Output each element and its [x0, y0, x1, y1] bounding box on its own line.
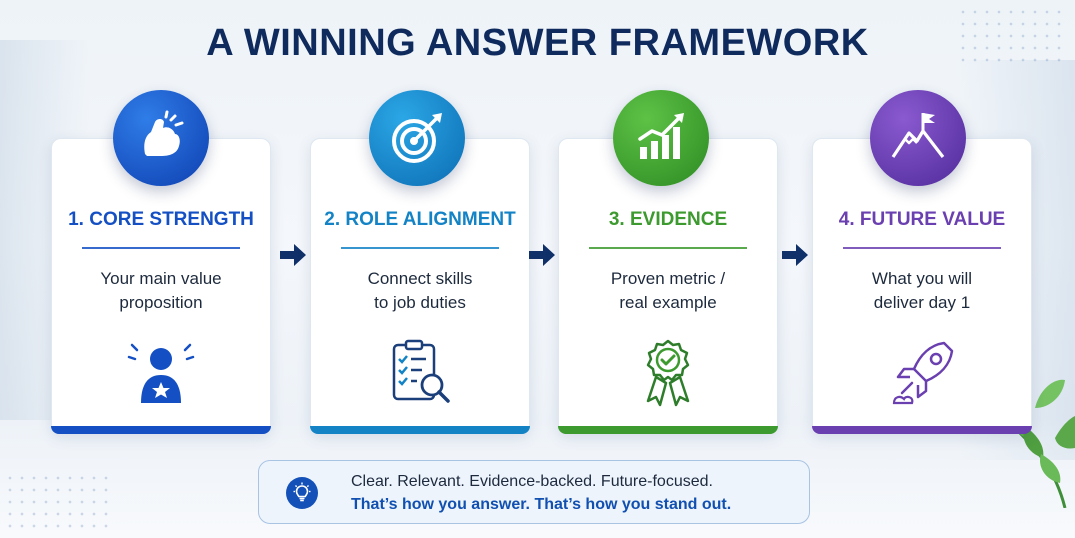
- step-divider: [82, 247, 240, 249]
- step-description: Proven metric / real example: [610, 269, 726, 312]
- arrow-right-icon: [280, 244, 306, 266]
- rocket-icon: [892, 341, 954, 405]
- summary-text: Clear. Relevant. Evidence-backed. Future…: [351, 473, 713, 490]
- summary-banner: Clear. Relevant. Evidence-backed. Future…: [258, 460, 810, 524]
- flexed-arm-icon: [113, 90, 209, 186]
- target-arrow-icon: [369, 90, 465, 186]
- step-title: 1. CORE STRENGTH: [68, 209, 254, 230]
- step-card-role-alignment: 2. ROLE ALIGNMENT Connect skills to job …: [310, 138, 530, 434]
- step-divider: [341, 247, 499, 249]
- step-card-future-value: 4. FUTURE VALUE What you will deliver da…: [812, 138, 1032, 434]
- summary-tagline: That’s how you answer. That’s how you st…: [351, 496, 732, 513]
- step-card-evidence: 3. EVIDENCE Proven metric / real example: [558, 138, 778, 434]
- decorative-dots-top-right: [957, 6, 1067, 66]
- lightbulb-icon: [286, 477, 318, 509]
- step-description: Connect skills to job duties: [367, 269, 473, 312]
- step-description: What you will deliver day 1: [871, 269, 973, 312]
- step-divider: [843, 247, 1001, 249]
- growth-chart-icon: [613, 90, 709, 186]
- clipboard-search-icon: [392, 339, 450, 403]
- person-star-icon: [127, 343, 195, 403]
- step-divider: [589, 247, 747, 249]
- page-title: A WINNING ANSWER FRAMEWORK: [206, 22, 869, 64]
- arrow-right-icon: [782, 244, 808, 266]
- step-title: 4. FUTURE VALUE: [838, 209, 1006, 230]
- award-ribbon-icon: [646, 339, 690, 407]
- step-card-core-strength: 1. CORE STRENGTH Your main value proposi…: [51, 138, 271, 434]
- step-title: 3. EVIDENCE: [608, 209, 728, 230]
- step-description: Your main value proposition: [100, 269, 222, 312]
- arrow-right-icon: [529, 244, 555, 266]
- decorative-dots-bottom-left: [4, 472, 114, 532]
- mountain-flag-icon: [870, 90, 966, 186]
- step-title: 2. ROLE ALIGNMENT: [324, 209, 516, 230]
